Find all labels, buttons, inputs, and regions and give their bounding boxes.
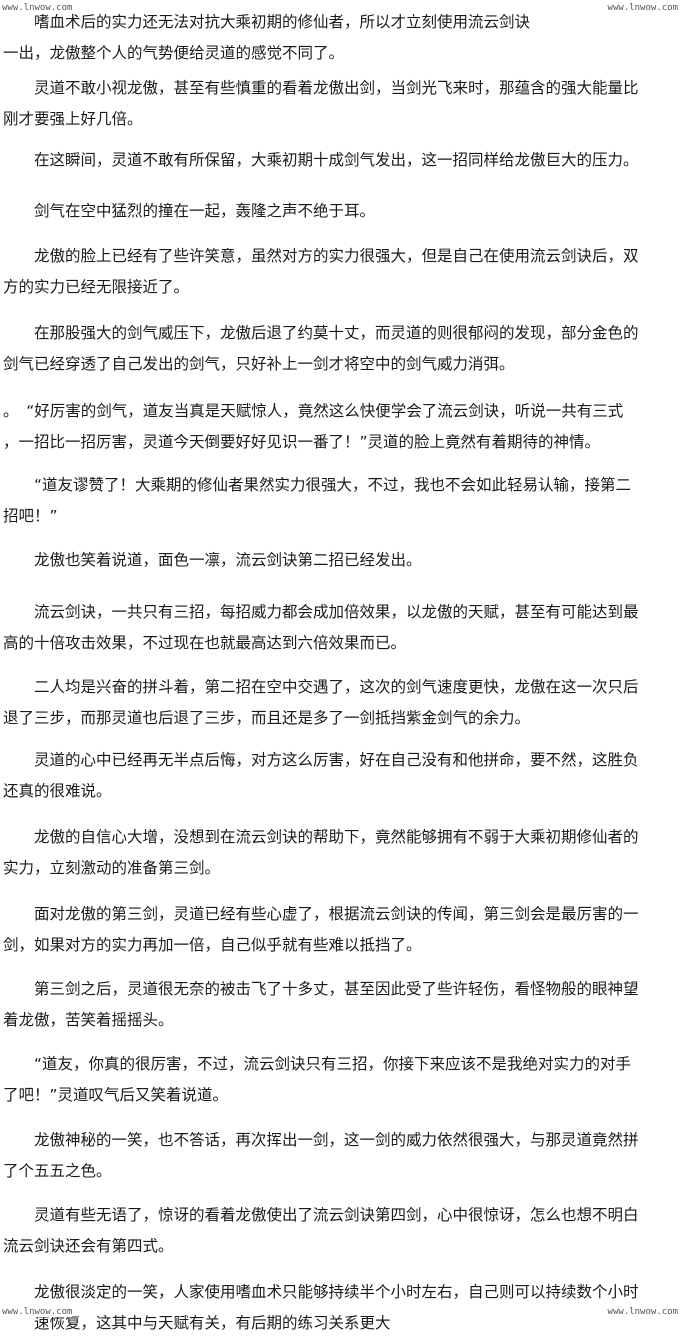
paragraph-line: 流云剑诀还会有第四式。 [3, 1237, 174, 1255]
paragraph: 流云剑诀，一共只有三招，每招威力都会成加倍效果，以龙傲的天赋，甚至有可能达到最高… [3, 597, 677, 659]
paragraph: 灵道有些无语了，惊讶的看着龙傲使出了流云剑诀第四剑，心中很惊讶，怎么也想不明白流… [3, 1200, 677, 1262]
paragraph-line: 了吧！”灵道叹气后又笑着说道。 [3, 1086, 229, 1104]
paragraph-line: 高的十倍攻击效果，不过现在也就最高达到六倍效果而已。 [3, 634, 407, 652]
paragraph: 二人均是兴奋的拼斗着，第二招在空中交遇了，这次的剑气速度更快，龙傲在这一次只后退… [3, 672, 677, 734]
paragraph: “道友，你真的很厉害，不过，流云剑诀只有三招，你接下来应该不是我绝对实力的对手了… [3, 1049, 677, 1111]
paragraph-line: 了个五五之色。 [3, 1162, 112, 1180]
paragraph: 龙傲神秘的一笑，也不答话，再次挥出一剑，这一剑的威力依然很强大，与那灵道竟然拼了… [3, 1125, 677, 1187]
paragraph-line: 招吧！” [3, 507, 58, 525]
paragraph-line: 还真的很难说。 [3, 782, 112, 800]
paragraph: 嗜血术后的实力还无法对抗大乘初期的修仙者，所以才立刻使用流云剑诀一出，龙傲整个人… [3, 7, 677, 69]
paragraph: 面对龙傲的第三剑，灵道已经有些心虚了，根据流云剑诀的传闻，第三剑会是最厉害的一剑… [3, 899, 677, 961]
paragraph: 第三剑之后，灵道很无奈的被击飞了十多丈，甚至因此受了些许轻伤，看怪物般的眼神望着… [3, 974, 677, 1036]
paragraph-line: 二人均是兴奋的拼斗着，第二招在空中交遇了，这次的剑气速度更快，龙傲在这一次只后 [3, 678, 639, 696]
paragraph-line: 实力，立刻激动的准备第三剑。 [3, 859, 221, 877]
paragraph-line: 刚才要强上好几倍。 [3, 110, 143, 128]
paragraph-line: 嗜血术后的实力还无法对抗大乘初期的修仙者，所以才立刻使用流云剑诀 [3, 13, 531, 31]
paragraph-line: 龙傲神秘的一笑，也不答话，再次挥出一剑，这一剑的威力依然很强大，与那灵道竟然拼 [3, 1131, 639, 1149]
paragraph-line: 一出，龙傲整个人的气势便给灵道的感觉不同了。 [3, 44, 345, 62]
watermark-top-left: www.lnwow.com [2, 3, 73, 13]
paragraph-line: 龙傲的自信心大增，没想到在流云剑诀的帮助下，竟然能够拥有不弱于大乘初期修仙者的 [3, 828, 639, 846]
paragraph-line: ，一招比一招厉害，灵道今天倒要好好见识一番了！”灵道的脸上竟然有着期待的神情。 [3, 433, 601, 451]
paragraph-line: 龙傲很淡定的一笑，人家使用嗜血术只能够持续半个小时左右，自己则可以持续数个小时 [3, 1283, 639, 1301]
paragraph: 龙傲的脸上已经有了些许笑意，虽然对方的实力很强大，但是自己在使用流云剑诀后，双方… [3, 241, 677, 303]
paragraph-line: 面对龙傲的第三剑，灵道已经有些心虚了，根据流云剑诀的传闻，第三剑会是最厉害的一 [3, 905, 639, 923]
paragraph-line: 在那股强大的剑气威压下，龙傲后退了约莫十丈，而灵道的则很郁闷的发现，部分金色的 [3, 324, 639, 342]
watermark-bottom-right: www.lnwow.com [607, 1307, 678, 1317]
paragraph: 剑气在空中猛烈的撞在一起，轰隆之声不绝于耳。 [3, 196, 677, 227]
paragraph: 灵道不敢小视龙傲，甚至有些慎重的看着龙傲出剑，当剑光飞来时，那蕴含的强大能量比刚… [3, 73, 677, 135]
paragraph-line: 灵道的心中已经再无半点后悔，对方这么厉害，好在自己没有和他拼命，要不然，这胜负 [3, 751, 639, 769]
paragraph-line: 。 “好厉害的剑气，道友当真是天赋惊人，竟然这么快便学会了流云剑诀，听说一共有三… [3, 402, 624, 420]
paragraph: “道友谬赞了！大乘期的修仙者果然实力很强大，不过，我也不会如此轻易认输，接第二招… [3, 470, 677, 532]
paragraph: 在这瞬间，灵道不敢有所保留，大乘初期十成剑气发出，这一招同样给龙傲巨大的压力。 [3, 145, 677, 176]
paragraph: 在那股强大的剑气威压下，龙傲后退了约莫十丈，而灵道的则很郁闷的发现，部分金色的剑… [3, 318, 677, 380]
watermark-bottom-left: www.lnwow.com [2, 1307, 73, 1317]
paragraph-line: 方的实力已经无限接近了。 [3, 278, 190, 296]
paragraph: 。 “好厉害的剑气，道友当真是天赋惊人，竟然这么快便学会了流云剑诀，听说一共有三… [3, 396, 677, 458]
watermark-top-right: www.lnwow.com [607, 3, 678, 13]
paragraph-line: 流云剑诀，一共只有三招，每招威力都会成加倍效果，以龙傲的天赋，甚至有可能达到最 [3, 603, 639, 621]
paragraph-line: 剑，如果对方的实力再加一倍，自己似乎就有些难以抵挡了。 [3, 936, 422, 954]
paragraph-line: 灵道有些无语了，惊讶的看着龙傲使出了流云剑诀第四剑，心中很惊讶，怎么也想不明白 [3, 1206, 639, 1224]
paragraph-line: 在这瞬间，灵道不敢有所保留，大乘初期十成剑气发出，这一招同样给龙傲巨大的压力。 [3, 151, 639, 169]
paragraph-line: 着龙傲，苦笑着摇摇头。 [3, 1011, 174, 1029]
paragraph: 龙傲很淡定的一笑，人家使用嗜血术只能够持续半个小时左右，自己则可以持续数个小时 … [3, 1277, 677, 1339]
paragraph-line: “道友谬赞了！大乘期的修仙者果然实力很强大，不过，我也不会如此轻易认输，接第二 [3, 476, 632, 494]
paragraph-line: 剑气在空中猛烈的撞在一起，轰隆之声不绝于耳。 [3, 202, 376, 220]
paragraph-line: 龙傲也笑着说道，面色一凛，流云剑诀第二招已经发出。 [3, 551, 422, 569]
paragraph: 龙傲也笑着说道，面色一凛，流云剑诀第二招已经发出。 [3, 545, 677, 576]
paragraph-line: “道友，你真的很厉害，不过，流云剑诀只有三招，你接下来应该不是我绝对实力的对手 [3, 1055, 632, 1073]
paragraph-line: 灵道不敢小视龙傲，甚至有些慎重的看着龙傲出剑，当剑光飞来时，那蕴含的强大能量比 [3, 79, 639, 97]
paragraph-line: 龙傲的脸上已经有了些许笑意，虽然对方的实力很强大，但是自己在使用流云剑诀后，双 [3, 247, 639, 265]
paragraph-line: 剑气已经穿透了自己发出的剑气，只好补上一剑才将空中的剑气威力消弭。 [3, 355, 515, 373]
paragraph-line: 第三剑之后，灵道很无奈的被击飞了十多丈，甚至因此受了些许轻伤，看怪物般的眼神望 [3, 980, 639, 998]
paragraph: 灵道的心中已经再无半点后悔，对方这么厉害，好在自己没有和他拼命，要不然，这胜负还… [3, 745, 677, 807]
paragraph-line: 退了三步，而那灵道也后退了三步，而且还是多了一剑抵挡紫金剑气的余力。 [3, 709, 531, 727]
paragraph-line: 速恢复，这其中与天赋有关，有后期的练习关系更大 [3, 1314, 391, 1332]
paragraph: 龙傲的自信心大增，没想到在流云剑诀的帮助下，竟然能够拥有不弱于大乘初期修仙者的实… [3, 822, 677, 884]
